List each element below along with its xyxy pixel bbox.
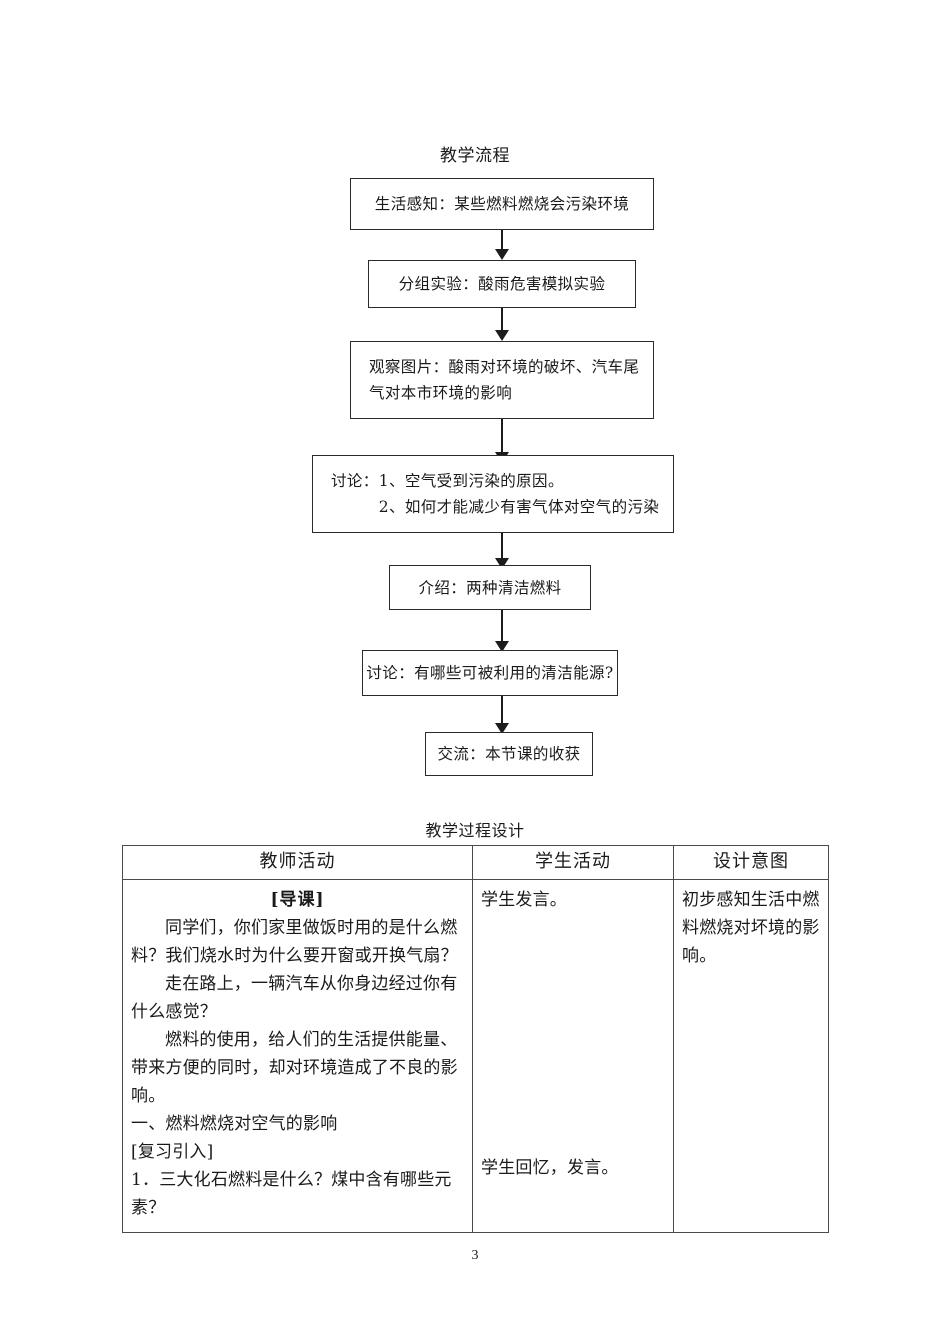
process-table-title: 教学过程设计 xyxy=(425,821,525,840)
cell-student-activity: 学生发言。 学生回忆，发言。 xyxy=(472,879,674,1233)
page-number: 3 xyxy=(471,1248,479,1263)
flow-node-4-line-1: 讨论：1、空气受到污染的原因。 xyxy=(331,472,564,490)
flow-arrow-1-to-2 xyxy=(495,230,509,260)
column-header-teacher: 教师活动 xyxy=(122,845,473,880)
flow-node-6: 讨论：有哪些可被利用的清洁能源? xyxy=(362,650,618,696)
student-activity-top: 学生发言。 xyxy=(481,890,567,910)
flow-arrow-4-to-5 xyxy=(495,533,509,569)
flow-node-1-line-1: 生活感知：某些燃料燃烧会污染环境 xyxy=(374,195,630,213)
flow-arrow-5-to-6 xyxy=(495,610,509,652)
cell-spacer-2 xyxy=(481,1034,665,1154)
teacher-flush-line-1: 一、燃料燃烧对空气的影响 xyxy=(131,1114,338,1134)
flow-arrow-2-to-3 xyxy=(495,308,509,341)
flow-arrow-6-to-7 xyxy=(495,696,509,734)
flow-node-5: 介绍：两种清洁燃料 xyxy=(389,565,591,610)
flow-node-2-line-1: 分组实验：酸雨危害模拟实验 xyxy=(398,275,606,293)
table-header-row: 教师活动 学生活动 设计意图 xyxy=(122,845,829,880)
design-intent-text: 初步感知生活中燃料燃烧对坏境的影响。 xyxy=(682,890,820,966)
flow-node-1: 生活感知：某些燃料燃烧会污染环境 xyxy=(350,178,654,230)
cell-teacher-activity: [导课] 同学们，你们家里做饭时用的是什么燃料？我们烧水时为什么要开窗或开换气扇… xyxy=(122,879,473,1233)
flow-node-7: 交流：本节课的收获 xyxy=(425,732,593,776)
process-table: 教师活动 学生活动 设计意图 [导课] 同学们，你们家里做饭时用的是什么燃料？我… xyxy=(122,845,829,1233)
column-header-intent: 设计意图 xyxy=(673,845,829,880)
flow-node-3-line-2: 气对本市环境的影响 xyxy=(369,384,513,402)
flow-node-5-line-1: 介绍：两种清洁燃料 xyxy=(418,578,562,597)
teacher-paragraph-3: 燃料的使用，给人们的生活提供能量、带来方便的同时，却对环境造成了不良的影响。 xyxy=(131,1030,458,1106)
flow-node-7-line-1: 交流：本节课的收获 xyxy=(437,745,581,763)
student-activity-bottom: 学生回忆，发言。 xyxy=(481,1158,619,1178)
flow-node-2: 分组实验：酸雨危害模拟实验 xyxy=(368,260,636,308)
table-row: [导课] 同学们，你们家里做饭时用的是什么燃料？我们烧水时为什么要开窗或开换气扇… xyxy=(122,879,829,1233)
teacher-paragraph-1: 同学们，你们家里做饭时用的是什么燃料？我们烧水时为什么要开窗或开换气扇？ xyxy=(131,918,458,966)
teacher-flush-line-2: [复习引入] xyxy=(131,1142,214,1162)
flow-node-6-line-1: 讨论：有哪些可被利用的清洁能源? xyxy=(366,664,614,682)
teacher-paragraph-2: 走在路上，一辆汽车从你身边经过你有什么感觉？ xyxy=(131,974,458,1022)
cell-spacer xyxy=(481,914,665,1034)
flow-node-3-line-1: 观察图片：酸雨对环境的破坏、汽车尾 xyxy=(369,358,640,376)
column-header-student: 学生活动 xyxy=(472,845,674,880)
flow-node-4: 讨论：1、空气受到污染的原因。 2、如何才能减少有害气体对空气的污染 xyxy=(312,455,674,533)
flow-node-4-line-2: 2、如何才能减少有害气体对空气的污染 xyxy=(331,498,660,516)
cell-design-intent: 初步感知生活中燃料燃烧对坏境的影响。 xyxy=(673,879,829,1233)
teacher-section-heading: [导课] xyxy=(270,890,325,910)
flowchart-title: 教学流程 xyxy=(440,146,510,166)
teacher-flush-line-3: 1．三大化石燃料是什么？煤中含有哪些元素？ xyxy=(131,1170,452,1218)
flow-node-3: 观察图片：酸雨对环境的破坏、汽车尾 气对本市环境的影响 xyxy=(350,341,654,419)
